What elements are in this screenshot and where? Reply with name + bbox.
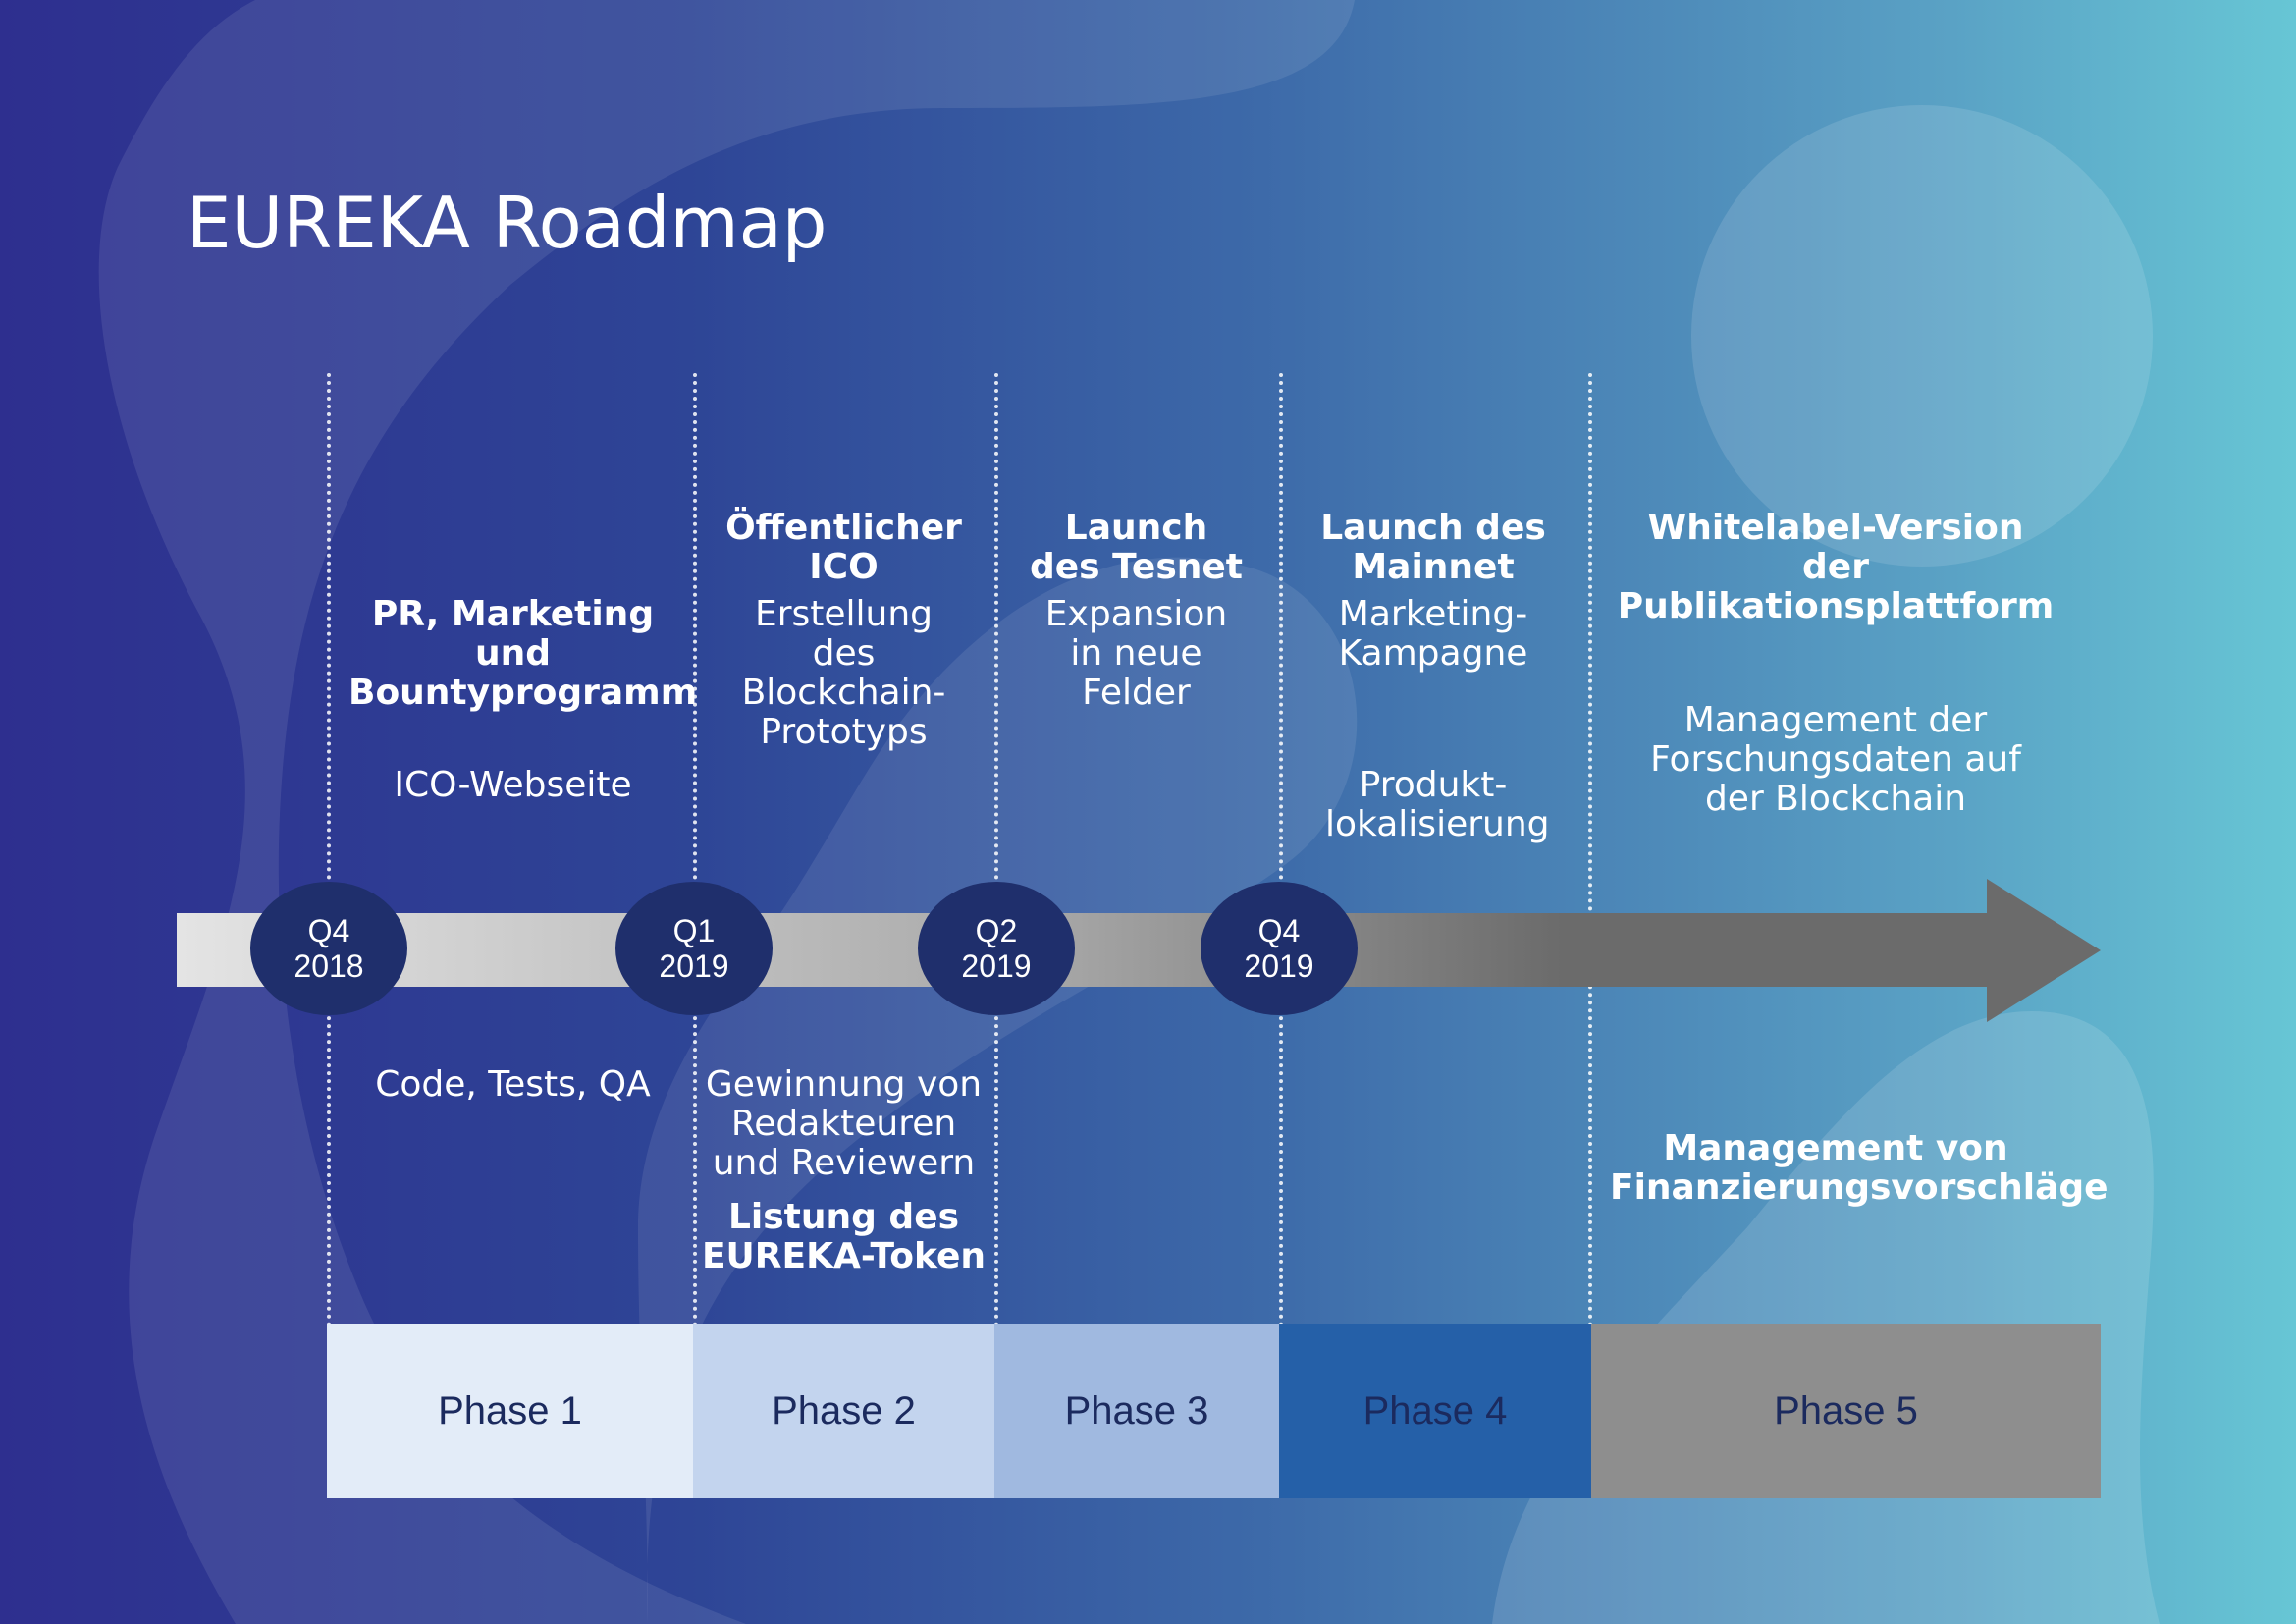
- milestone-year: 2019: [1244, 948, 1314, 984]
- phase-5-box: Phase 5: [1591, 1324, 2101, 1498]
- separator-line: [994, 373, 998, 1327]
- phase5-highlight-below: Management von Finanzierungsvorschläge: [1610, 1128, 2109, 1208]
- phase-2-box: Phase 2: [693, 1324, 994, 1498]
- milestone-q4-2018: Q4 2018: [250, 882, 407, 1015]
- phase-label: Phase 4: [1362, 1388, 1508, 1433]
- milestone-q2-2019: Q2 2019: [918, 882, 1075, 1015]
- milestone-year: 2018: [294, 948, 364, 984]
- phase-label: Phase 1: [438, 1388, 582, 1433]
- phase5-item: Management der Forschungsdaten auf der B…: [1650, 700, 2021, 819]
- phase-label: Phase 5: [1774, 1388, 1918, 1433]
- milestone-q4-2019: Q4 2019: [1201, 882, 1358, 1015]
- phase1-item-below: Code, Tests, QA: [375, 1064, 651, 1105]
- phase2-item-below: Gewinnung von Redakteuren und Reviewern: [705, 1064, 983, 1183]
- phase4-item: Marketing-Kampagne: [1338, 594, 1528, 674]
- phase4-highlight: Launch des Mainnet: [1320, 508, 1546, 587]
- phase-3-box: Phase 3: [994, 1324, 1279, 1498]
- milestone-year: 2019: [659, 948, 729, 984]
- phase-4-box: Phase 4: [1279, 1324, 1591, 1498]
- milestone-quarter: Q4: [307, 913, 350, 948]
- phase2-item: Erstellung des Blockchain-Prototyps: [741, 594, 946, 752]
- phase-label: Phase 3: [1064, 1388, 1209, 1433]
- phase2-highlight-below: Listung des EUREKA-Token: [701, 1197, 987, 1276]
- phase1-item: ICO-Webseite: [394, 765, 632, 805]
- separator-line: [1588, 373, 1592, 1327]
- separator-line: [693, 373, 697, 1327]
- phase-1-box: Phase 1: [327, 1324, 693, 1498]
- separator-line: [1279, 373, 1283, 1327]
- milestone-year: 2019: [961, 948, 1032, 984]
- phase5-highlight: Whitelabel-Version der Publikationsplatt…: [1617, 508, 2055, 626]
- milestone-quarter: Q1: [672, 913, 716, 948]
- milestone-quarter: Q2: [975, 913, 1018, 948]
- phase2-highlight: Öffentlicher ICO: [725, 508, 962, 587]
- phase-label: Phase 2: [772, 1388, 916, 1433]
- separator-line: [327, 373, 331, 1327]
- page-title: EUREKA Roadmap: [187, 182, 828, 264]
- phase3-item: Expansion in neue Felder: [1044, 594, 1228, 713]
- milestone-q1-2019: Q1 2019: [615, 882, 773, 1015]
- phase1-highlight: PR, Marketing und Bountyprogramm: [348, 594, 698, 713]
- phase3-highlight: Launch des Tesnet: [1029, 508, 1244, 587]
- milestone-quarter: Q4: [1257, 913, 1301, 948]
- phase4-item-2: Produkt-lokalisierung: [1325, 765, 1550, 844]
